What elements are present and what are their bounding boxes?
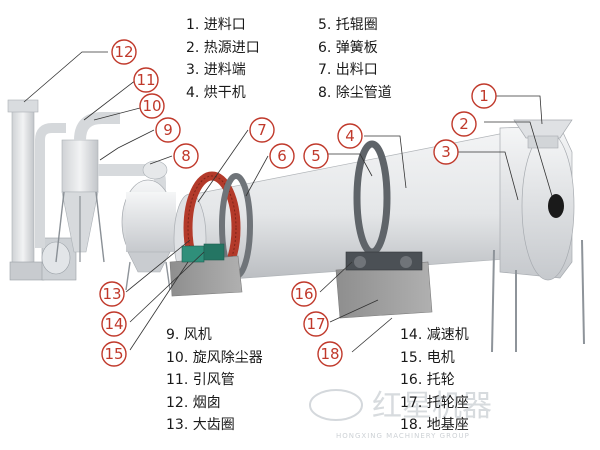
callout-number: 1 [479,87,489,105]
legend-item: 9. 风机 [166,327,212,343]
legend-column-b: 5. 托辊圈 6. 弹簧板 7. 出料口 8. 除尘管道 [318,14,392,104]
fan [41,237,77,281]
legend-item: 15. 电机 [400,349,455,366]
callout-circle [291,281,317,307]
callout-number: 6 [277,147,287,165]
callout-number: 14 [104,315,123,333]
callout-circle [433,139,459,165]
callout-17: 17 [303,311,329,337]
callout-number: 16 [294,285,313,303]
callout-number: 2 [459,115,469,133]
legend-item: 5. 托辊圈 [318,17,378,33]
callout-circle [337,123,363,149]
discharge-hood [121,179,176,291]
callout-8: 8 [173,143,199,169]
callout-circle [173,143,199,169]
callout-number: 3 [441,143,451,161]
callout-circle [111,39,137,65]
callout-number: 18 [320,345,339,363]
callout-18: 18 [317,341,343,367]
drive-base [169,243,243,297]
callout-2: 2 [451,111,477,137]
legend-item: 8. 除尘管道 [318,84,392,101]
callout-circle [317,341,343,367]
legend-item: 6. 弹簧板 [318,39,378,56]
callout-number: 15 [104,345,123,363]
callout-number: 8 [181,147,191,165]
watermark-text: 红星机器 [372,389,492,424]
legend-item: 18. 地基座 [400,417,469,433]
callout-number: 13 [102,285,121,303]
callout-circle [471,83,497,109]
legend-item: 1. 进料口 [186,17,246,33]
callout-circle [101,311,127,337]
legend-item: 14. 减速机 [400,327,469,343]
dust-duct [98,160,168,200]
legend-item: 16. 托轮 [400,372,455,388]
callout-11: 11 [133,67,159,93]
callout-5: 5 [303,143,329,169]
callout-6: 6 [269,143,295,169]
feed-end-hood [491,125,585,353]
callout-circle [155,117,181,143]
feed-chute [513,119,573,149]
callout-4: 4 [337,123,363,149]
watermark-subtext: HONGXING MACHINERY GROUP [336,432,470,440]
callout-12: 12 [111,39,137,65]
callout-number: 12 [114,43,133,61]
callout-16: 16 [291,281,317,307]
callout-number: 9 [163,121,173,139]
callout-circle [303,143,329,169]
callout-1: 1 [471,83,497,109]
callout-13: 13 [99,281,125,307]
callout-3: 3 [433,139,459,165]
callout-number: 17 [306,315,325,333]
callout-circle [133,67,159,93]
chimney [7,99,45,281]
watermark: 红星机器 HONGXING MACHINERY GROUP [309,389,492,440]
legend-item: 13. 大齿圈 [166,417,235,433]
legend-column-a: 1. 进料口 2. 热源进口 3. 进料端 4. 烘干机 [186,14,260,104]
callout-number: 7 [257,121,267,139]
callout-circle [101,341,127,367]
callout-number: 11 [136,71,155,89]
legend-item: 17. 托轮座 [400,394,469,411]
legend-item: 4. 烘干机 [186,84,246,101]
legend-item: 10. 旋风除尘器 [166,349,263,366]
callout-circle [139,93,165,119]
legend-column-c: 9. 风机 10. 旋风除尘器 11. 引风管 12. 烟囱 13. 大齿圈 [166,324,263,437]
callout-10: 10 [139,93,165,119]
callout-number: 5 [311,147,321,165]
legend-item: 3. 进料端 [186,62,246,78]
callout-15: 15 [101,341,127,367]
callout-circle [269,143,295,169]
legend-item: 12. 烟囱 [166,394,221,411]
callout-number: 10 [142,97,161,115]
callout-circle [303,311,329,337]
cyclone-dust-collector [55,139,105,263]
callout-9: 9 [155,117,181,143]
legend-item: 2. 热源进口 [186,39,260,56]
legend-item: 7. 出料口 [318,62,378,78]
legend-item: 11. 引风管 [166,372,235,388]
callout-number: 4 [345,127,355,145]
middle-support-base [335,251,433,319]
leader-lines [23,51,553,353]
callout-7: 7 [249,117,275,143]
legend-column-d: 14. 减速机 15. 电机 16. 托轮 17. 托轮座 18. 地基座 [400,324,469,437]
callout-circle [249,117,275,143]
callout-circle [99,281,125,307]
callout-14: 14 [101,311,127,337]
callout-circle [451,111,477,137]
